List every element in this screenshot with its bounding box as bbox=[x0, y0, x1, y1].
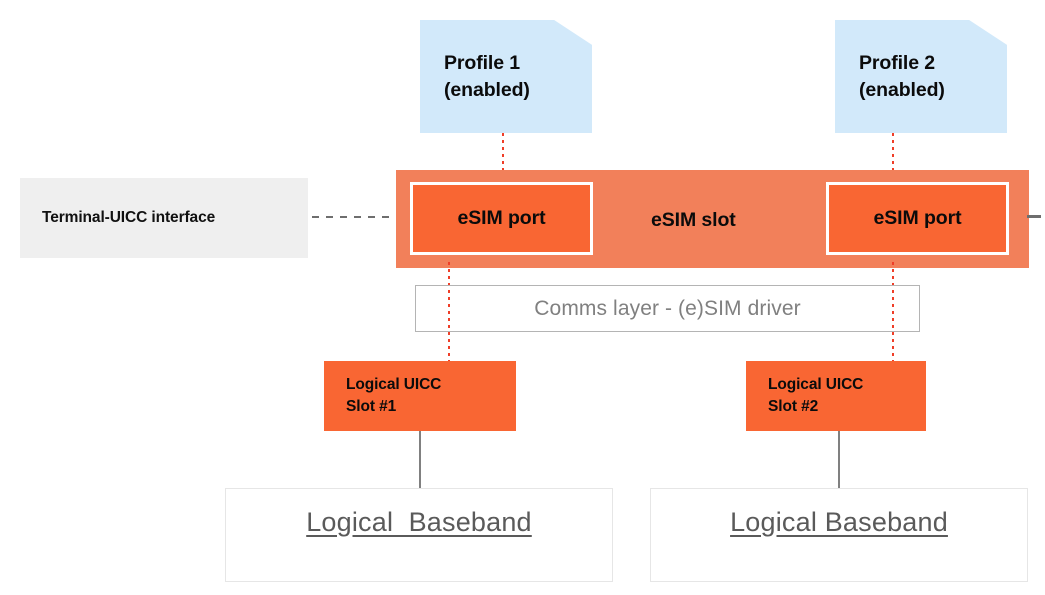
logical-baseband-1-label: Logical Baseband bbox=[306, 507, 532, 537]
profile-2-label: Profile 2(enabled) bbox=[859, 52, 945, 101]
connector-uicc1-to-baseband1 bbox=[419, 431, 421, 488]
logical-baseband-2-box[interactable]: Logical Baseband bbox=[650, 488, 1028, 582]
comms-layer-label: Comms layer - (e)SIM driver bbox=[520, 296, 815, 321]
terminal-uicc-interface-label: Terminal-UICC interface bbox=[42, 209, 216, 226]
profile-1-label: Profile 1(enabled) bbox=[444, 52, 530, 101]
comms-layer-box[interactable]: Comms layer - (e)SIM driver bbox=[415, 285, 920, 332]
logical-baseband-2-label: Logical Baseband bbox=[730, 507, 948, 537]
esim-port-1-box[interactable]: eSIM port bbox=[410, 182, 593, 255]
connector-slot-right-stub bbox=[1027, 215, 1041, 218]
esim-port-2-box[interactable]: eSIM port bbox=[826, 182, 1009, 255]
logical-baseband-1-box[interactable]: Logical Baseband bbox=[225, 488, 613, 582]
connector-terminal-to-slot bbox=[312, 216, 396, 218]
esim-slot-label: eSIM slot bbox=[651, 209, 736, 231]
connector-uicc2-to-baseband2 bbox=[838, 431, 840, 488]
esim-port-1-label: eSIM port bbox=[457, 207, 546, 229]
terminal-uicc-interface-box[interactable]: Terminal-UICC interface bbox=[20, 178, 308, 258]
connector-profile2-to-port2 bbox=[892, 133, 894, 180]
esim-port-2-label: eSIM port bbox=[873, 207, 962, 229]
profile-1-box[interactable]: Profile 1(enabled) bbox=[420, 20, 592, 133]
connector-profile1-to-port1 bbox=[502, 133, 504, 180]
connector-port2-to-uicc2 bbox=[892, 262, 894, 362]
profile-2-box[interactable]: Profile 2(enabled) bbox=[835, 20, 1007, 133]
connector-port1-to-uicc1 bbox=[448, 262, 450, 362]
